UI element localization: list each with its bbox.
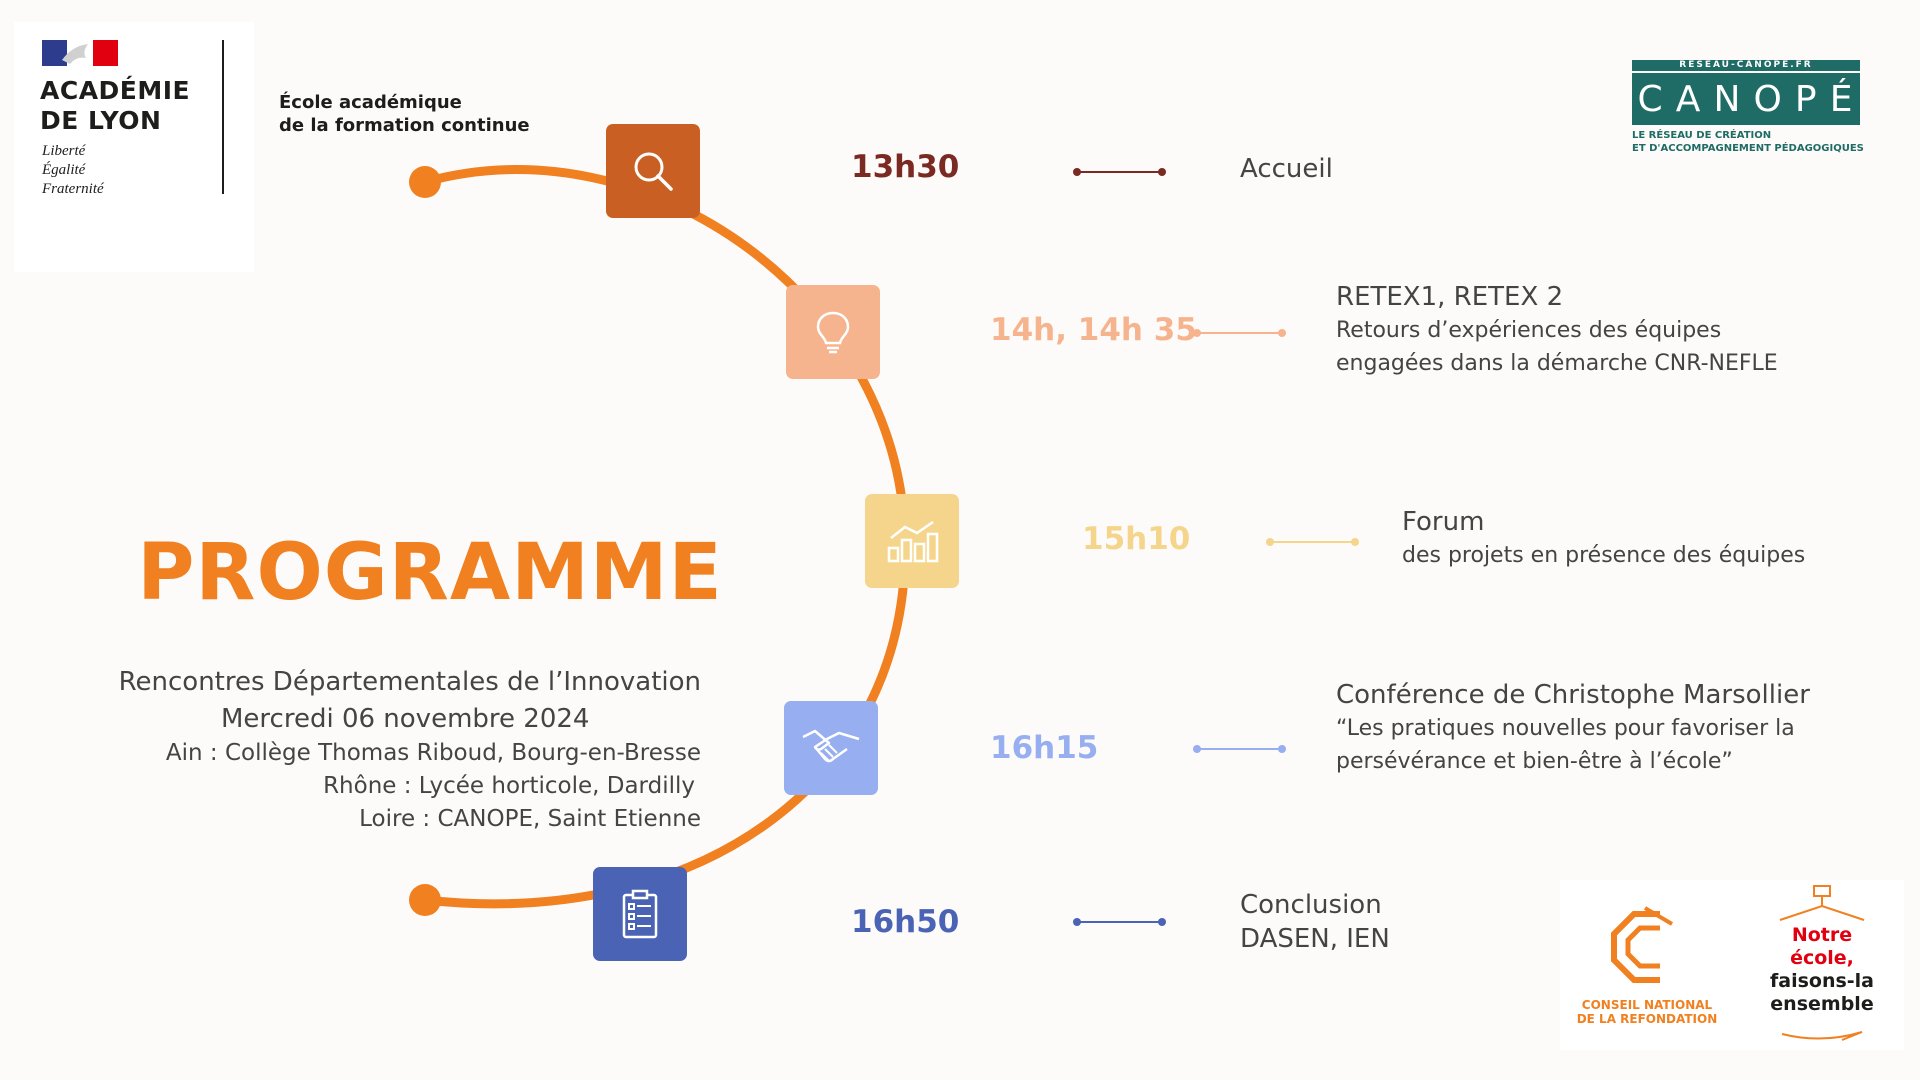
- cnr-line1: CONSEIL NATIONAL: [1581, 998, 1713, 1012]
- academie-name: ACADÉMIE DE LYON: [40, 76, 190, 136]
- motto-egalite: Égalité: [42, 162, 86, 178]
- step-4-line-1: “Les pratiques nouvelles pour favoriser …: [1336, 716, 1795, 741]
- subtitle-ain: Ain : Collège Thomas Riboud, Bourg-en-Br…: [165, 740, 701, 766]
- canope-letter: A: [1675, 78, 1703, 120]
- academie-line1: ACADÉMIE: [40, 76, 191, 105]
- page-title: PROGRAMME: [137, 528, 723, 618]
- notre-ecole-logo-icon: [1779, 885, 1865, 1041]
- timeline-start-dot: [409, 166, 441, 198]
- step-1-connector: [1073, 168, 1166, 176]
- step-5-desc: Conclusion DASEN, IEN: [1240, 888, 1390, 956]
- clipboard-icon: [622, 889, 658, 939]
- academie-line2: DE LYON: [40, 106, 162, 135]
- step-3-desc: Forum des projets en présence des équipe…: [1402, 505, 1805, 572]
- canope-tagline-1: LE RÉSEAU DE CRÉATION: [1632, 130, 1772, 141]
- notre-line4: ensemble: [1770, 993, 1874, 1015]
- canope-url: RESEAU-CANOPE.FR: [1632, 60, 1860, 71]
- handshake-icon: [802, 729, 860, 763]
- step-2-desc: RETEX1, RETEX 2 Retours d’expériences de…: [1336, 280, 1778, 380]
- lightbulb-icon: [816, 311, 850, 354]
- cnr-name: CONSEIL NATIONAL DE LA REFONDATION: [1572, 998, 1722, 1026]
- school-name: École académique de la formation continu…: [279, 91, 530, 137]
- step-4-title: Conférence de Christophe Marsollier: [1336, 680, 1810, 710]
- step-5-title: Conclusion: [1240, 890, 1382, 920]
- subtitle-event: Rencontres Départementales de l’Innovati…: [118, 667, 701, 697]
- step-1-box: [606, 124, 700, 218]
- step-5-box: [593, 867, 687, 961]
- canope-letter: É: [1829, 78, 1855, 120]
- step-2-title: RETEX1, RETEX 2: [1336, 282, 1564, 312]
- timeline-end-dot: [409, 884, 441, 916]
- step-5-time: 16h50: [851, 904, 960, 940]
- notre-line3: faisons-la: [1769, 970, 1875, 992]
- step-4-connector: [1193, 745, 1286, 753]
- canope-wordmark: C A N O P É: [1632, 73, 1860, 125]
- step-4-box: [784, 701, 878, 795]
- motto-fraternite: Fraternité: [42, 181, 104, 197]
- step-2-line-2: engagées dans la démarche CNR-NEFLE: [1336, 351, 1778, 376]
- motto-liberte: Liberté: [42, 143, 86, 159]
- logo-separator: [222, 40, 224, 194]
- step-3-box: [865, 494, 959, 588]
- canope-letter: P: [1794, 78, 1819, 120]
- canope-logo: RESEAU-CANOPE.FR C A N O P É LE RÉSEAU D…: [1632, 60, 1864, 155]
- step-3-time: 15h10: [1082, 521, 1191, 557]
- subtitle-date: Mercredi 06 novembre 2024: [221, 704, 590, 734]
- canope-letter: N: [1713, 78, 1743, 120]
- canope-letter: C: [1637, 78, 1665, 120]
- school-line2: de la formation continue: [279, 115, 530, 136]
- step-4-desc: Conférence de Christophe Marsollier “Les…: [1336, 678, 1810, 778]
- step-2-box: [786, 285, 880, 379]
- subtitle-rhone: Rhône : Lycée horticole, Dardilly: [323, 773, 695, 799]
- step-2-line-1: Retours d’expériences des équipes: [1336, 318, 1722, 343]
- step-5-line-1: DASEN, IEN: [1240, 924, 1390, 954]
- step-2-time: 14h, 14h 35: [990, 312, 1197, 348]
- cnr-logo-icon: [1611, 906, 1674, 983]
- step-1-time: 13h30: [851, 149, 960, 185]
- marianne-flag-icon: [42, 40, 118, 66]
- step-3-title: Forum: [1402, 507, 1485, 537]
- notre-line2: école,: [1790, 947, 1854, 969]
- notre-line1: Notre: [1791, 924, 1853, 946]
- motto: Liberté Égalité Fraternité: [42, 142, 104, 199]
- step-3-connector: [1266, 538, 1359, 546]
- search-icon: [634, 152, 673, 191]
- step-3-line-1: des projets en présence des équipes: [1402, 543, 1806, 568]
- chart-icon: [887, 520, 939, 563]
- school-line1: École académique: [279, 92, 462, 113]
- step-4-time: 16h15: [990, 730, 1099, 766]
- step-1-title: Accueil: [1240, 154, 1333, 184]
- cnr-line2: DE LA REFONDATION: [1576, 1012, 1718, 1026]
- step-2-connector: [1193, 329, 1286, 337]
- canope-letter: O: [1753, 78, 1784, 120]
- step-5-connector: [1073, 918, 1166, 926]
- subtitle-loire: Loire : CANOPE, Saint Etienne: [359, 806, 701, 832]
- notre-ecole-slogan: Notre école, faisons-la ensemble: [1766, 924, 1878, 1016]
- step-4-line-2: persévérance et bien-être à l’école”: [1336, 749, 1733, 774]
- canope-tagline-2: ET D'ACCOMPAGNEMENT PÉDAGOGIQUES: [1632, 143, 1864, 154]
